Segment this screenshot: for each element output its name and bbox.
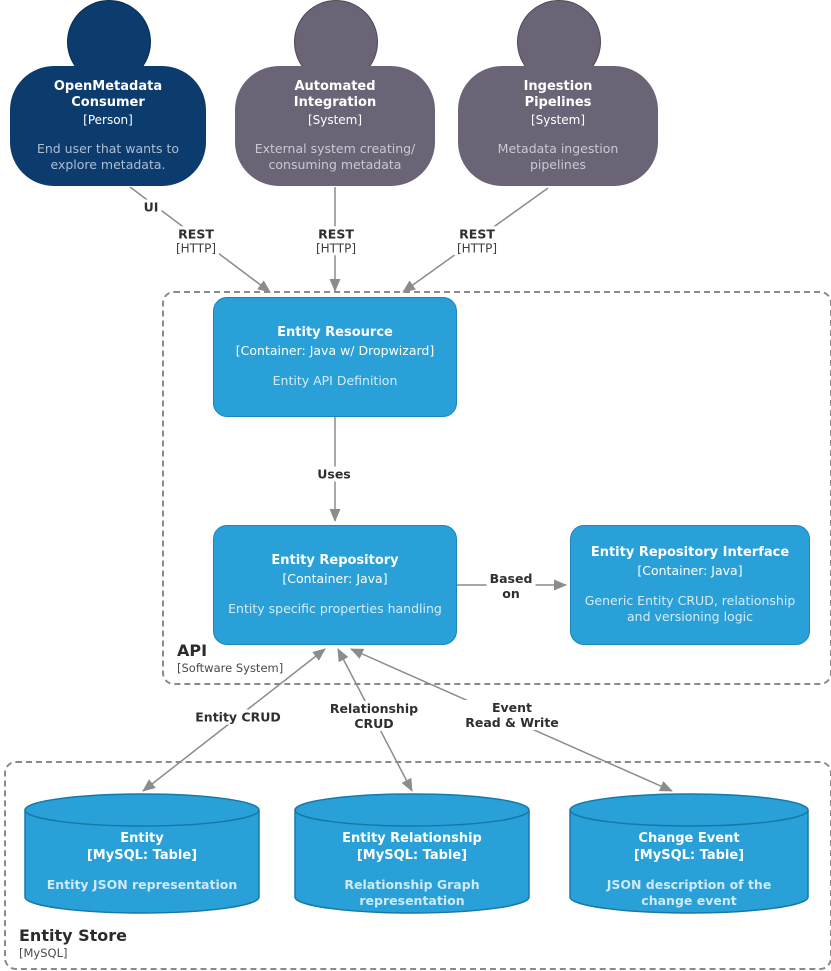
edge-label-uses: Uses [314, 466, 354, 482]
node-text: Entity Relationship [MySQL: Table] Relat… [294, 793, 530, 909]
node-title: Ingestion Pipelines [523, 78, 593, 111]
edge-label-ui: UI [140, 199, 162, 215]
node-title: Entity Repository [271, 552, 399, 568]
node-entity-resource: Entity Resource [Container: Java w/ Drop… [213, 297, 457, 417]
node-meta: [Container: Java w/ Dropwizard] [235, 343, 435, 359]
node-description: Entity specific properties handling [228, 600, 442, 616]
entity-store-boundary-title: Entity Store [19, 926, 128, 945]
edge-label-text: REST [459, 226, 495, 242]
node-description: Entity JSON representation [46, 876, 238, 892]
entity-store-boundary-label: Entity Store [MySQL] [19, 926, 127, 960]
node-title-group: Entity Resource [Container: Java w/ Drop… [236, 325, 434, 359]
edge-label-relationship-crud: Relationship CRUD [326, 701, 422, 731]
node-meta: [System] [307, 113, 363, 128]
node-title: Entity [120, 831, 164, 846]
entity-store-boundary-meta: [MySQL] [19, 946, 68, 960]
node-description: External system creating/ consuming meta… [254, 140, 416, 172]
node-meta: [MySQL: Table] [86, 848, 198, 864]
node-title-group: Automated Integration [System] [265, 79, 405, 128]
edge-label-technology: [HTTP] [456, 241, 498, 256]
edge-label-text: Uses [317, 466, 351, 482]
edge-label-text: Based [489, 571, 533, 586]
node-title-group: OpenMetadata Consumer [Person] [38, 79, 178, 128]
node-description: Entity API Definition [272, 372, 398, 388]
node-meta: [MySQL: Table] [633, 848, 745, 864]
database-cylinder-icon [569, 793, 809, 914]
database-cylinder-icon [294, 793, 530, 914]
node-text: Change Event [MySQL: Table] JSON descrip… [569, 793, 809, 909]
node-title-group: Change Event [MySQL: Table] [634, 831, 744, 864]
node-description: Relationship Graph representation [344, 876, 480, 909]
node-meta: [Container: Java] [637, 563, 743, 579]
edge-label-text: REST [178, 226, 214, 242]
node-entity-relationship-table: Entity Relationship [MySQL: Table] Relat… [294, 793, 530, 915]
node-description: Generic Entity CRUD, relationship and ve… [584, 592, 796, 624]
node-meta: [MySQL: Table] [356, 848, 468, 864]
edge-label-text: Relationship [329, 701, 419, 716]
node-text: Entity [MySQL: Table] Entity JSON repres… [24, 793, 260, 893]
edge-label-technology: [HTTP] [315, 241, 357, 256]
edge-label-based-on: Based on [486, 571, 536, 601]
node-title: Entity Resource [277, 324, 393, 340]
node-ingestion-pipelines-body: Ingestion Pipelines [System] Metadata in… [458, 66, 658, 186]
edge-label-event-read-write: Event Read & Write [462, 700, 562, 730]
edge-label-text: CRUD [354, 716, 394, 731]
node-title: Entity Repository Interface [590, 544, 790, 560]
node-title-group: Entity Repository [Container: Java] [271, 553, 398, 587]
node-title-group: Entity Relationship [MySQL: Table] [342, 831, 482, 864]
node-openmetadata-consumer-body: OpenMetadata Consumer [Person] End user … [10, 66, 206, 186]
edge-label-technology: [HTTP] [175, 241, 217, 256]
node-description: End user that wants to explore metadata. [36, 140, 180, 172]
node-entity-repository-interface: Entity Repository Interface [Container: … [570, 525, 810, 645]
node-title-group: Entity [MySQL: Table] [87, 831, 197, 864]
edge-label-rest-http-3: REST [HTTP] [453, 226, 501, 256]
node-entity-table: Entity [MySQL: Table] Entity JSON repres… [24, 793, 260, 915]
node-title: OpenMetadata Consumer [53, 78, 163, 111]
edge-label-text: Entity CRUD [195, 709, 281, 725]
node-title: Automated Integration [293, 78, 377, 111]
edge-label-rest-http-1: REST [HTTP] [172, 226, 220, 256]
database-cylinder-icon [24, 793, 260, 914]
edge-label-text: Event [491, 700, 533, 715]
node-meta: [Container: Java] [282, 571, 388, 587]
node-automated-integration-body: Automated Integration [System] External … [235, 66, 435, 186]
node-description: Metadata ingestion pipelines [497, 140, 619, 172]
node-description: JSON description of the change event [606, 876, 772, 909]
edge-label-rest-http-2: REST [HTTP] [312, 226, 360, 256]
edge-label-text: UI [143, 199, 159, 215]
node-title: Change Event [638, 831, 740, 846]
node-title-group: Ingestion Pipelines [System] [488, 79, 628, 128]
edge-label-text: on [502, 586, 520, 601]
node-meta: [System] [530, 113, 586, 128]
node-entity-repository: Entity Repository [Container: Java] Enti… [213, 525, 457, 645]
edge-label-text: REST [318, 226, 354, 242]
node-meta: [Person] [83, 113, 133, 128]
node-change-event-table: Change Event [MySQL: Table] JSON descrip… [569, 793, 809, 915]
edge-label-entity-crud: Entity CRUD [192, 709, 284, 725]
node-title: Entity Relationship [342, 831, 482, 846]
node-title-group: Entity Repository Interface [Container: … [591, 545, 789, 579]
edge-label-text: Read & Write [465, 715, 559, 730]
